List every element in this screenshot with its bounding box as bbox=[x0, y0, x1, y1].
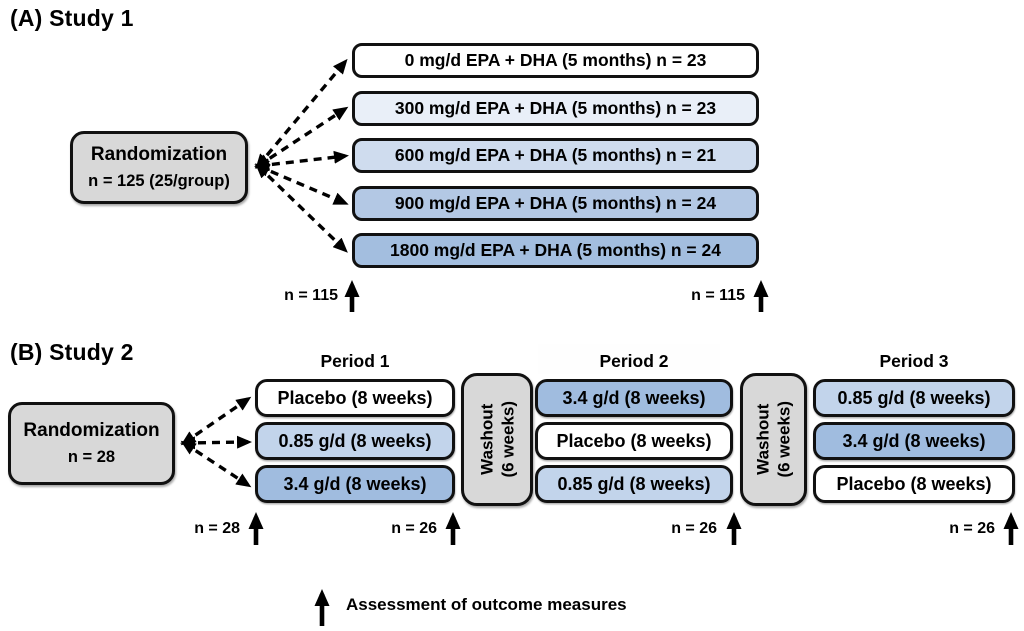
study2-count-3: n = 26 bbox=[671, 520, 717, 537]
period2-box-low-dose: 0.85 g/d (8 weeks) bbox=[535, 465, 733, 503]
washout2-line2: (6 weeks) bbox=[774, 401, 794, 478]
period1-label: Period 1 bbox=[320, 351, 390, 371]
period3-box-high-dose: 3.4 g/d (8 weeks) bbox=[813, 422, 1015, 460]
dashed-arrow-s2-row1 bbox=[180, 396, 252, 446]
dashed-arrow-s1-arm2 bbox=[254, 106, 349, 169]
study2-heading: (B) Study 2 bbox=[10, 339, 134, 365]
study1-arm-1800mg: 1800 mg/d EPA + DHA (5 months) n = 24 bbox=[352, 233, 759, 268]
legend-label: Assessment of outcome measures bbox=[346, 595, 627, 614]
study1-randomization-box: Randomization n = 125 (25/group) bbox=[70, 131, 248, 204]
period3-box-placebo: Placebo (8 weeks) bbox=[813, 465, 1015, 503]
study2-randomization-n: n = 28 bbox=[67, 448, 116, 467]
study2-randomization-title: Randomization bbox=[23, 420, 160, 442]
study2-count-2: n = 26 bbox=[391, 520, 437, 537]
washout2-text: Washout (6 weeks) bbox=[752, 373, 795, 506]
washout1-line2: (6 weeks) bbox=[498, 401, 517, 478]
washout1-text: Washout (6 weeks) bbox=[476, 373, 519, 506]
study1-randomization-n: n = 125 (25/group) bbox=[88, 172, 230, 191]
dashed-arrow-s1-arm5 bbox=[255, 163, 348, 253]
dashed-arrow-s1-arm3 bbox=[254, 150, 349, 172]
period2-label: Period 2 bbox=[599, 351, 669, 371]
period1-box-placebo: Placebo (8 weeks) bbox=[255, 379, 455, 417]
dashed-arrow-s1-arm1 bbox=[255, 58, 348, 170]
washout2-line1: Washout bbox=[753, 403, 773, 476]
dashed-arrow-s1-arm4 bbox=[254, 164, 349, 205]
study2-count-4: n = 26 bbox=[949, 520, 995, 537]
period2-box-placebo: Placebo (8 weeks) bbox=[535, 422, 733, 460]
period1-box-high-dose: 3.4 g/d (8 weeks) bbox=[255, 465, 455, 503]
study1-count-left: n = 115 bbox=[284, 287, 338, 304]
period1-box-low-dose: 0.85 g/d (8 weeks) bbox=[255, 422, 455, 460]
period2-label-backing bbox=[538, 344, 720, 374]
washout1-line1: Washout bbox=[476, 403, 496, 476]
study1-arm-0mg: 0 mg/d EPA + DHA (5 months) n = 23 bbox=[352, 43, 759, 78]
study1-arm-900mg: 900 mg/d EPA + DHA (5 months) n = 24 bbox=[352, 186, 759, 221]
study1-randomization-title: Randomization bbox=[90, 144, 228, 166]
study1-arm-300mg: 300 mg/d EPA + DHA (5 months) n = 23 bbox=[352, 91, 759, 126]
period2-box-high-dose: 3.4 g/d (8 weeks) bbox=[535, 379, 733, 417]
period3-label: Period 3 bbox=[879, 351, 949, 371]
dashed-arrow-s2-row3 bbox=[180, 440, 252, 488]
study1-count-right: n = 115 bbox=[691, 287, 745, 304]
study1-arm-600mg: 600 mg/d EPA + DHA (5 months) n = 21 bbox=[352, 138, 759, 173]
study2-randomization-box: Randomization n = 28 bbox=[8, 402, 175, 485]
study2-count-1: n = 28 bbox=[194, 520, 240, 537]
dashed-arrow-s2-row2 bbox=[180, 435, 252, 450]
study1-heading: (A) Study 1 bbox=[10, 5, 134, 31]
washout2-box: Washout (6 weeks) bbox=[740, 373, 807, 506]
washout1-box: Washout (6 weeks) bbox=[461, 373, 533, 506]
period3-box-low-dose: 0.85 g/d (8 weeks) bbox=[813, 379, 1015, 417]
